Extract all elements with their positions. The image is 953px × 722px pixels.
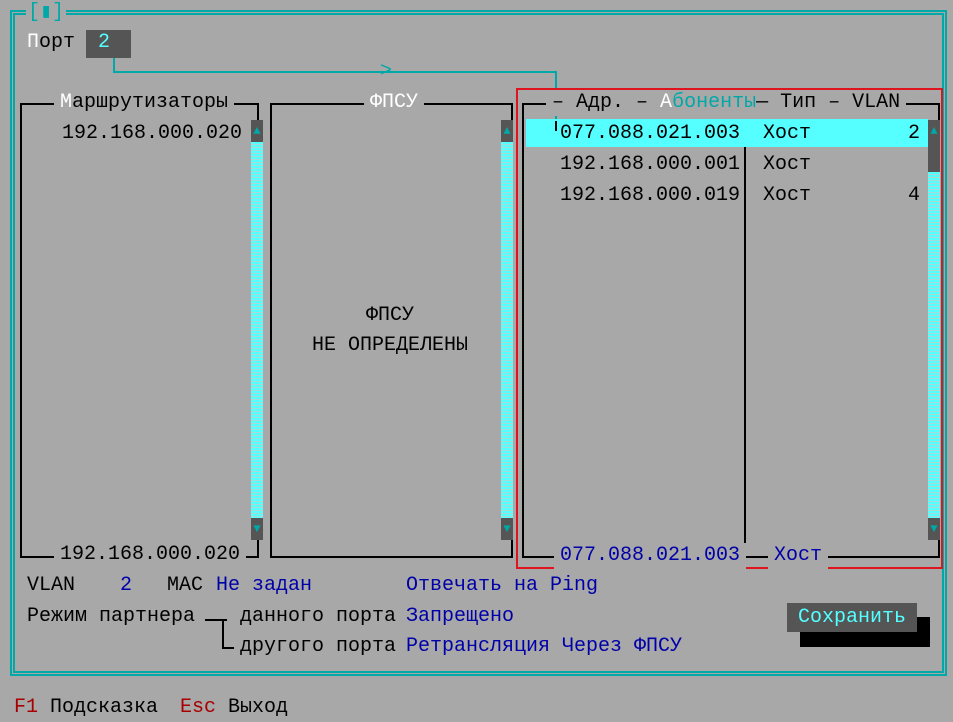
- port-label-hotkey: П: [27, 31, 40, 54]
- row-addr: 077.088.021.003: [559, 122, 740, 145]
- connector-arrow-icon: >: [380, 60, 393, 83]
- ping-checkbox[interactable]: Отвечать на Ping: [406, 574, 599, 597]
- save-button[interactable]: Сохранить: [787, 603, 917, 632]
- routers-scrollbar[interactable]: ▲▼: [251, 120, 263, 540]
- esc-key[interactable]: Esc: [180, 696, 217, 719]
- scroll-down-icon[interactable]: ▼: [501, 518, 513, 540]
- row-vlan: 2: [907, 122, 920, 145]
- main-window-frame: [10, 10, 947, 676]
- f1-key[interactable]: F1: [14, 696, 39, 719]
- fpsu-scrollbar[interactable]: ▲▼: [501, 120, 513, 540]
- mac-label: MAC: [167, 574, 204, 597]
- exit-label[interactable]: Выход: [228, 696, 289, 719]
- scroll-up-icon[interactable]: ▲: [501, 120, 513, 142]
- fpsu-panel: [270, 103, 513, 558]
- row-type: Хост: [763, 184, 812, 207]
- subscribers-scrollbar[interactable]: ▲▼: [928, 120, 940, 540]
- port-label-rest: орт: [39, 31, 76, 54]
- other-port-value[interactable]: Ретрансляция Через ФПСУ: [406, 635, 683, 658]
- router-item[interactable]: 192.168.000.020: [62, 122, 243, 145]
- routers-footer: 192.168.000.020: [54, 542, 247, 568]
- col-type-header: Тип: [780, 91, 817, 114]
- other-port-label: другого порта: [240, 635, 397, 658]
- port-label: Порт: [27, 30, 75, 56]
- column-divider: [744, 119, 746, 558]
- partner-mode-label: Режим партнера: [27, 605, 196, 628]
- routers-panel: [20, 103, 259, 558]
- vlan-value[interactable]: 2: [120, 574, 133, 597]
- connector-line: [113, 58, 115, 73]
- scroll-up-icon[interactable]: ▲: [928, 120, 940, 142]
- selected-row-highlight: [526, 119, 928, 147]
- scroll-down-icon[interactable]: ▼: [928, 518, 940, 540]
- subscribers-header: – Адр. – Абоненты— Тип – VLAN: [546, 90, 907, 116]
- connector-line: [113, 71, 557, 73]
- col-addr-header: Адр.: [576, 91, 625, 114]
- subscribers-footer-addr: 077.088.021.003: [554, 543, 747, 569]
- vlan-label: VLAN: [27, 574, 76, 597]
- row-vlan: 4: [907, 184, 920, 207]
- row-addr: 192.168.000.001: [559, 153, 740, 176]
- scroll-down-icon[interactable]: ▼: [251, 518, 263, 540]
- help-label[interactable]: Подсказка: [50, 696, 159, 719]
- this-port-value[interactable]: Запрещено: [406, 605, 515, 628]
- scroll-up-icon[interactable]: ▲: [251, 120, 263, 142]
- window-menu-icon[interactable]: [▮]: [26, 0, 67, 26]
- row-type: Хост: [763, 153, 812, 176]
- fpsu-empty-line2: НЕ ОПРЕДЕЛЕНЫ: [311, 334, 469, 357]
- scroll-thumb[interactable]: [928, 142, 940, 172]
- row-addr: 192.168.000.019: [559, 184, 740, 207]
- fpsu-title: ФПСУ: [364, 90, 425, 116]
- row-type: Хост: [763, 122, 812, 145]
- port-input[interactable]: 2: [86, 30, 131, 58]
- col-vlan-header: VLAN: [852, 91, 901, 114]
- this-port-label: данного порта: [240, 605, 397, 628]
- fpsu-empty-line1: ФПСУ: [365, 304, 414, 327]
- mac-value[interactable]: Не задан: [216, 574, 313, 597]
- routers-title: Маршрутизаторы: [54, 90, 235, 116]
- subscribers-title: боненты: [672, 91, 757, 114]
- subscribers-footer-type: Хост: [768, 543, 829, 569]
